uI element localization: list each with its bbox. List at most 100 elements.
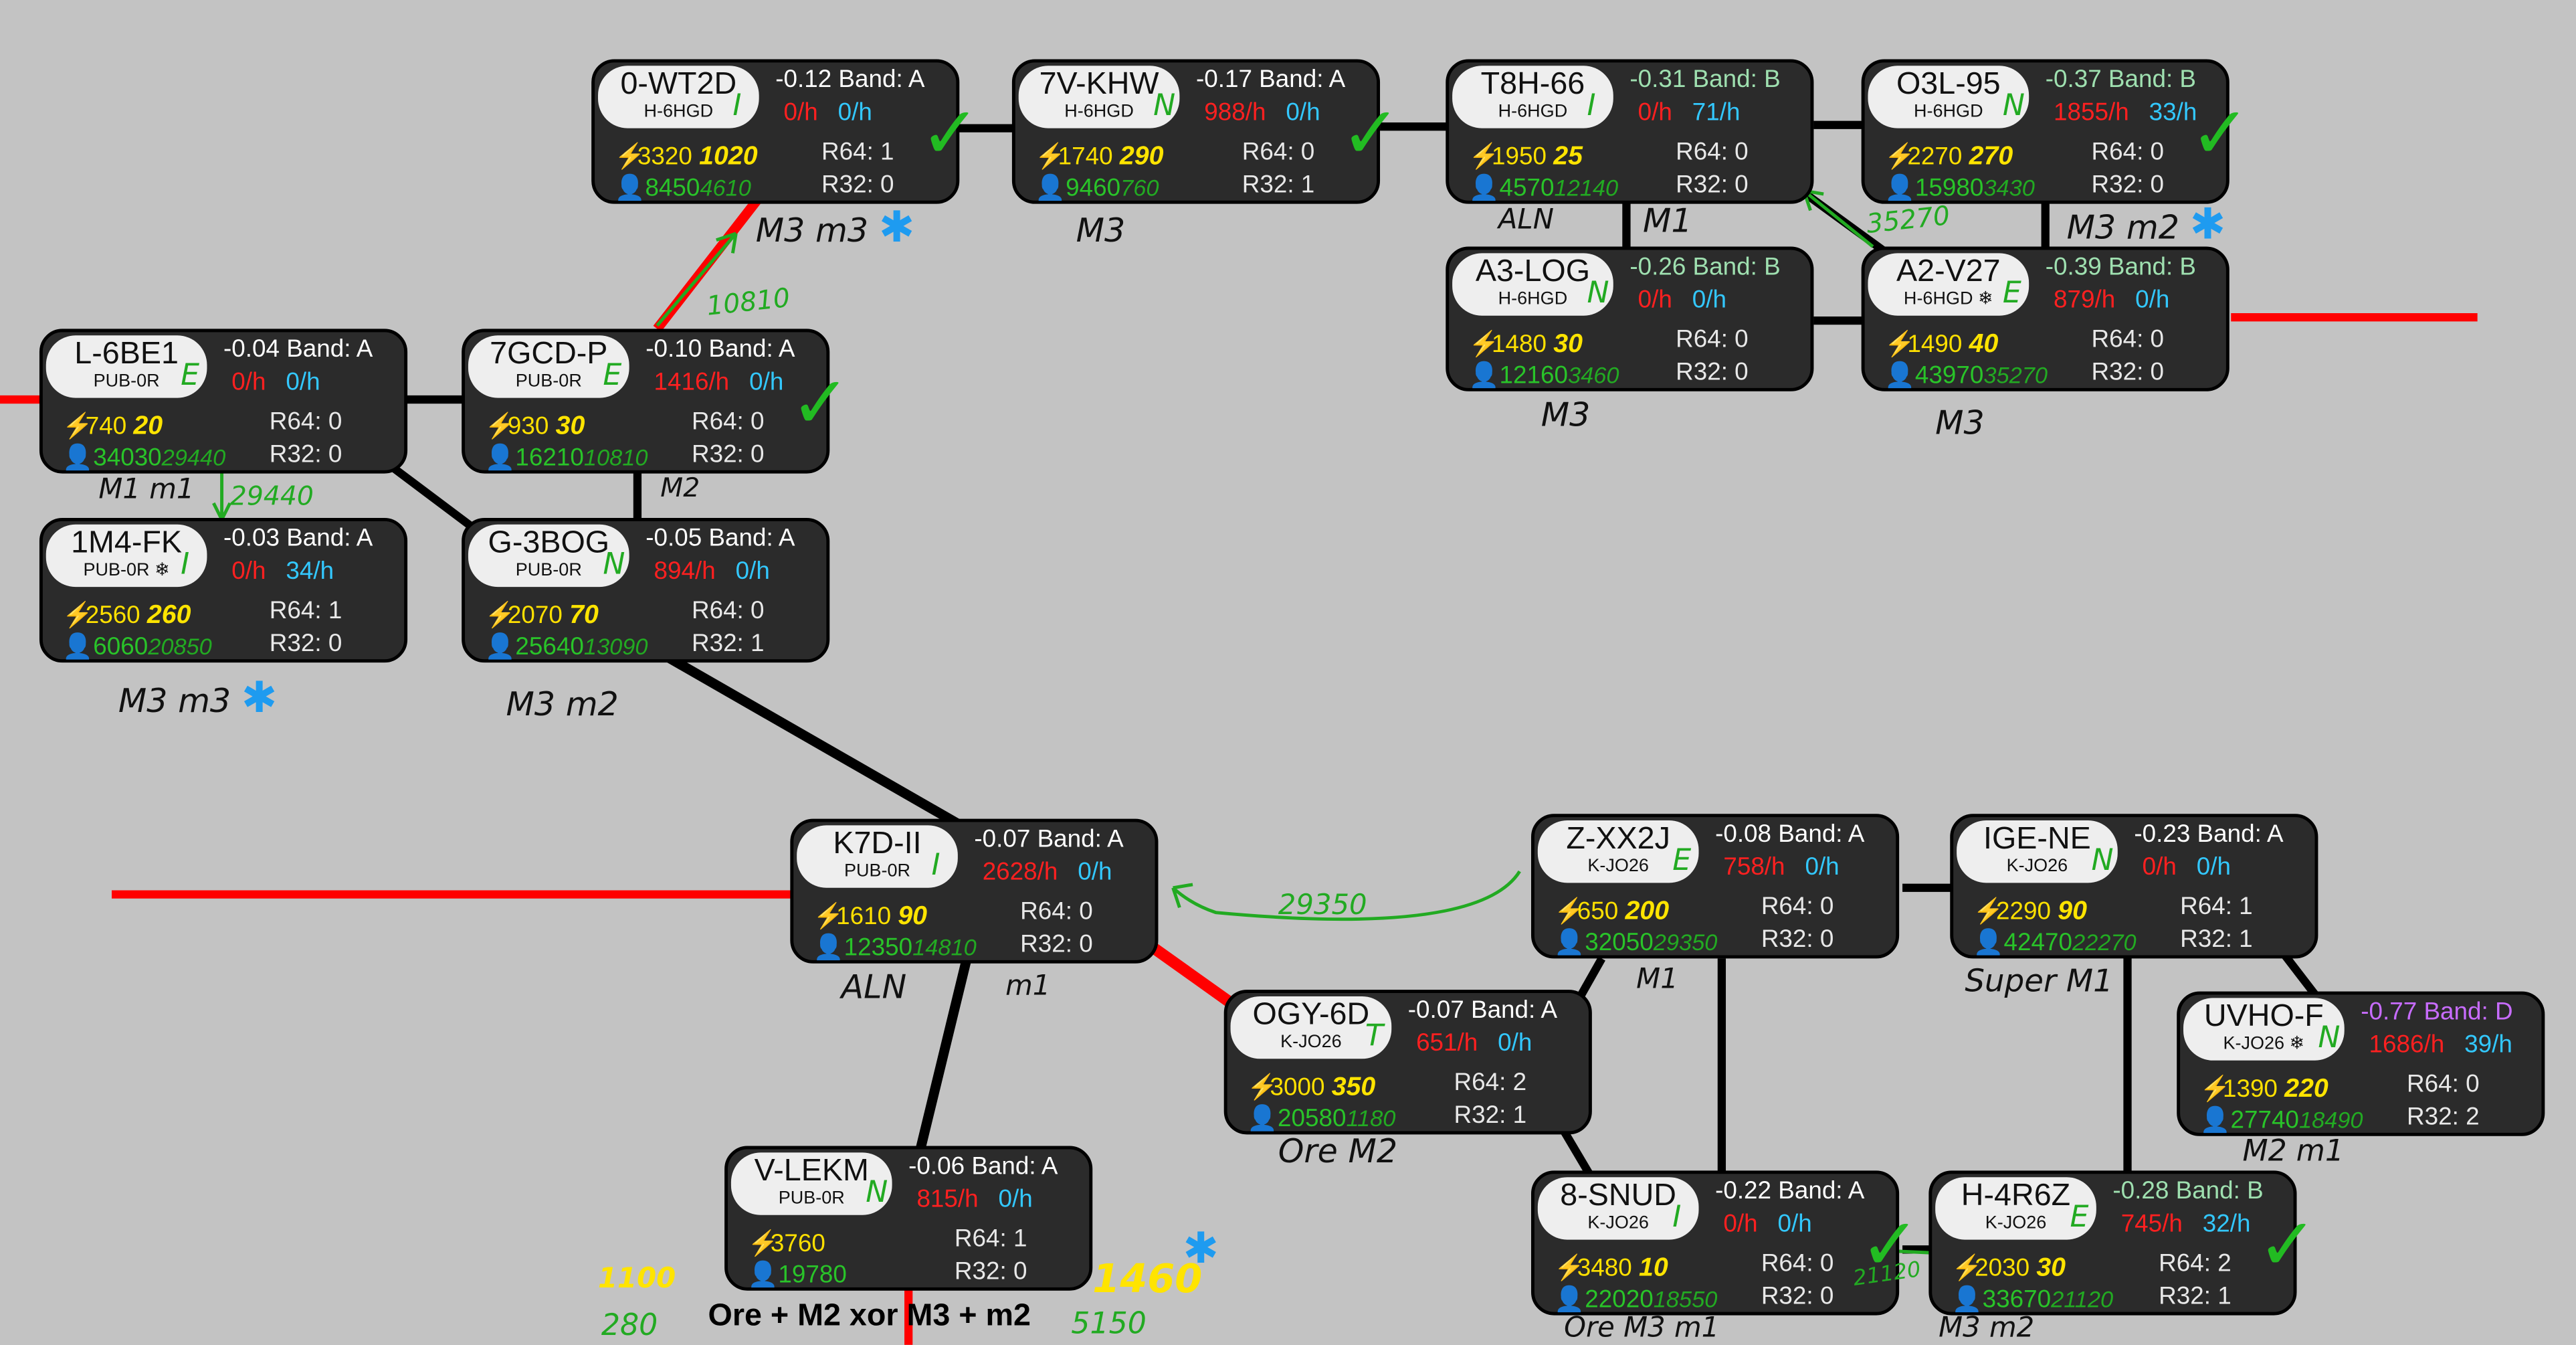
rates: 651/h 0/h <box>1416 1029 1532 1057</box>
rate-out: 0/h <box>1638 286 1672 315</box>
system-name-pill[interactable]: G-3BOG PUB-0R <box>468 524 629 588</box>
rate-in: 0/h <box>998 1185 1033 1214</box>
rate-out: 0/h <box>1723 1210 1758 1239</box>
system-node[interactable]: H-4R6Z K-JO26 E -0.28 Band: B 745/h 32/h… <box>1928 1170 2318 1316</box>
system-name-pill[interactable]: 8-SNUD K-JO26 <box>1537 1177 1699 1240</box>
handwritten-tag: E <box>603 358 622 393</box>
handwritten-tag: E <box>2002 276 2021 311</box>
population-row: 👤2202018550 <box>1554 1284 1717 1314</box>
system-name-pill[interactable]: Z-XX2J K-JO26 <box>1537 820 1699 883</box>
r64-count: R64: 0 <box>2091 138 2165 167</box>
r32-count: R32: 0 <box>269 440 342 469</box>
rate-out: 0/h <box>783 98 818 127</box>
system-node[interactable]: G-3BOG PUB-0R N -0.05 Band: A 894/h 0/h … <box>462 517 830 663</box>
r32-count: R32: 1 <box>1454 1101 1527 1130</box>
rate-in: 0/h <box>1286 98 1320 127</box>
population-row: 👤2564013090 <box>485 631 648 661</box>
power-row: ⚡2560 260 <box>62 600 191 632</box>
system-node[interactable]: Z-XX2J K-JO26 E -0.08 Band: A 758/h 0/h … <box>1530 814 1900 959</box>
system-name-pill[interactable]: A3-LOG H-6HGD <box>1452 253 1613 316</box>
handwritten-tag: E <box>2070 1200 2089 1235</box>
system-name-pill[interactable]: H-4R6Z K-JO26 <box>1935 1177 2096 1240</box>
constellation-name: K-JO26 <box>1985 1213 2047 1233</box>
population-row: 👤3403029440 <box>62 442 225 472</box>
system-node[interactable]: A2-V27 H-6HGD ❄ E -0.39 Band: B 879/h 0/… <box>1861 246 2230 391</box>
system-name-pill[interactable]: UVHO-F K-JO26 ❄ <box>2183 998 2345 1061</box>
system-name-pill[interactable]: O3L-95 H-6HGD <box>1868 66 2029 128</box>
handwritten-power: 290 <box>1119 143 1164 171</box>
system-name-pill[interactable]: 7V-KHW H-6HGD <box>1018 66 1180 128</box>
system-name-pill[interactable]: K7D-II PUB-0R <box>797 825 958 888</box>
population-value: 43970 <box>1914 361 1984 390</box>
lightning-icon: ⚡ <box>1035 143 1066 171</box>
system-name: IGE-NE <box>1983 822 2091 857</box>
population-value: 15980 <box>1914 174 1984 203</box>
star-icon: ✱ <box>241 674 278 724</box>
power-value: 2070 <box>507 602 563 630</box>
system-name-pill[interactable]: OGY-6D K-JO26 <box>1230 996 1392 1059</box>
system-name-pill[interactable]: 7GCD-P PUB-0R <box>468 335 629 398</box>
system-node[interactable]: 7V-KHW H-6HGD N -0.17 Band: A 988/h 0/h … <box>1011 59 1401 204</box>
constellation-name: H-6HGD <box>1914 102 1983 122</box>
constellation-name: PUB-0R <box>93 371 160 391</box>
rates: 1686/h 39/h <box>2369 1031 2512 1059</box>
system-name-pill[interactable]: 0-WT2D H-6HGD <box>597 66 759 128</box>
r32-count: R32: 0 <box>1761 1282 1834 1311</box>
system-node[interactable]: IGE-NE K-JO26 N -0.23 Band: A 0/h 0/h R6… <box>1950 814 2318 959</box>
system-name-pill[interactable]: 1M4-FK PUB-0R ❄ <box>45 524 207 588</box>
system-node[interactable]: UVHO-F K-JO26 ❄ N -0.77 Band: D 1686/h 3… <box>2177 991 2545 1136</box>
handwritten-pop: 21120 <box>2051 1285 2114 1312</box>
system-name-pill[interactable]: T8H-66 H-6HGD <box>1452 66 1613 128</box>
rate-in: 39/h <box>2464 1030 2512 1059</box>
system-node[interactable]: A3-LOG H-6HGD N -0.26 Band: B 0/h 0/h R6… <box>1446 246 1814 391</box>
r32-count: R32: 0 <box>1761 925 1834 954</box>
system-node[interactable]: L-6BE1 PUB-0R E -0.04 Band: A 0/h 0/h R6… <box>39 329 408 474</box>
system-node[interactable]: O3L-95 H-6HGD N -0.37 Band: B 1855/h 33/… <box>1861 59 2250 204</box>
system-node[interactable]: T8H-66 H-6HGD I -0.31 Band: B 0/h 71/h R… <box>1446 59 1814 204</box>
power-value: 1740 <box>1058 143 1113 171</box>
transfer-note: 29440 <box>229 480 314 512</box>
rates: 758/h 0/h <box>1723 853 1839 881</box>
power-row: ⚡2290 90 <box>1973 896 2087 927</box>
power-row: ⚡1390 220 <box>2200 1073 2329 1105</box>
system-node[interactable]: 1M4-FK PUB-0R ❄ I -0.03 Band: A 0/h 34/h… <box>39 517 408 663</box>
person-icon: 👤 <box>614 174 646 203</box>
system-node[interactable]: 7GCD-P PUB-0R E -0.10 Band: A 1416/h 0/h… <box>462 329 851 474</box>
rate-in: 0/h <box>286 368 320 397</box>
handwritten-pop: 3430 <box>1983 174 2035 201</box>
system-name-pill[interactable]: A2-V27 H-6HGD ❄ <box>1868 253 2029 316</box>
r32-count: R32: 1 <box>1242 171 1315 199</box>
system-node[interactable]: OGY-6D K-JO26 T -0.07 Band: A 651/h 0/h … <box>1223 990 1592 1135</box>
system-node[interactable]: 0-WT2D H-6HGD I -0.12 Band: A 0/h 0/h R6… <box>591 59 981 204</box>
system-node[interactable]: K7D-II PUB-0R I -0.07 Band: A 2628/h 0/h… <box>790 818 1159 964</box>
lightning-icon: ⚡ <box>1468 330 1500 359</box>
system-name: 7GCD-P <box>490 337 608 372</box>
system-name-pill[interactable]: IGE-NE K-JO26 <box>1957 820 2118 883</box>
handwritten-pop: 20850 <box>148 632 212 660</box>
power-row: ⚡2030 30 <box>1952 1253 2066 1284</box>
handwritten-power: 260 <box>146 602 191 630</box>
system-node[interactable]: V-LEKM PUB-0R N -0.06 Band: A 815/h 0/h … <box>724 1146 1093 1291</box>
handwritten-label: M3 m2 ✱ <box>2066 200 2226 250</box>
rate-out: 1416/h <box>654 368 730 397</box>
system-name: A2-V27 <box>1896 254 2001 290</box>
rates: 0/h 0/h <box>2143 853 2231 881</box>
system-name-pill[interactable]: L-6BE1 PUB-0R <box>45 335 207 398</box>
power-value: 1390 <box>2222 1075 2278 1103</box>
population-value: 12350 <box>844 933 913 962</box>
population-row: 👤3367021120 <box>1952 1284 2113 1314</box>
population-row: 👤159803430 <box>1884 173 2035 202</box>
population-value: 34030 <box>93 444 162 472</box>
star-icon: ✱ <box>2189 200 2226 250</box>
system-node[interactable]: 8-SNUD K-JO26 I -0.22 Band: A 0/h 0/h R6… <box>1530 1170 1920 1316</box>
rate-out: 894/h <box>654 557 716 586</box>
security-band: -0.07 Band: A <box>974 825 1124 854</box>
system-name-pill[interactable]: V-LEKM PUB-0R <box>730 1152 892 1215</box>
power-value: 2270 <box>1907 143 1963 171</box>
handwritten-label: M2 <box>660 472 700 503</box>
handwritten-label: M3 <box>1076 210 1126 250</box>
r64-count: R64: 0 <box>691 596 765 625</box>
population-row: 👤3205029350 <box>1554 927 1717 957</box>
rate-in: 0/h <box>749 368 784 397</box>
check-icon: ✓ <box>2189 92 2251 176</box>
